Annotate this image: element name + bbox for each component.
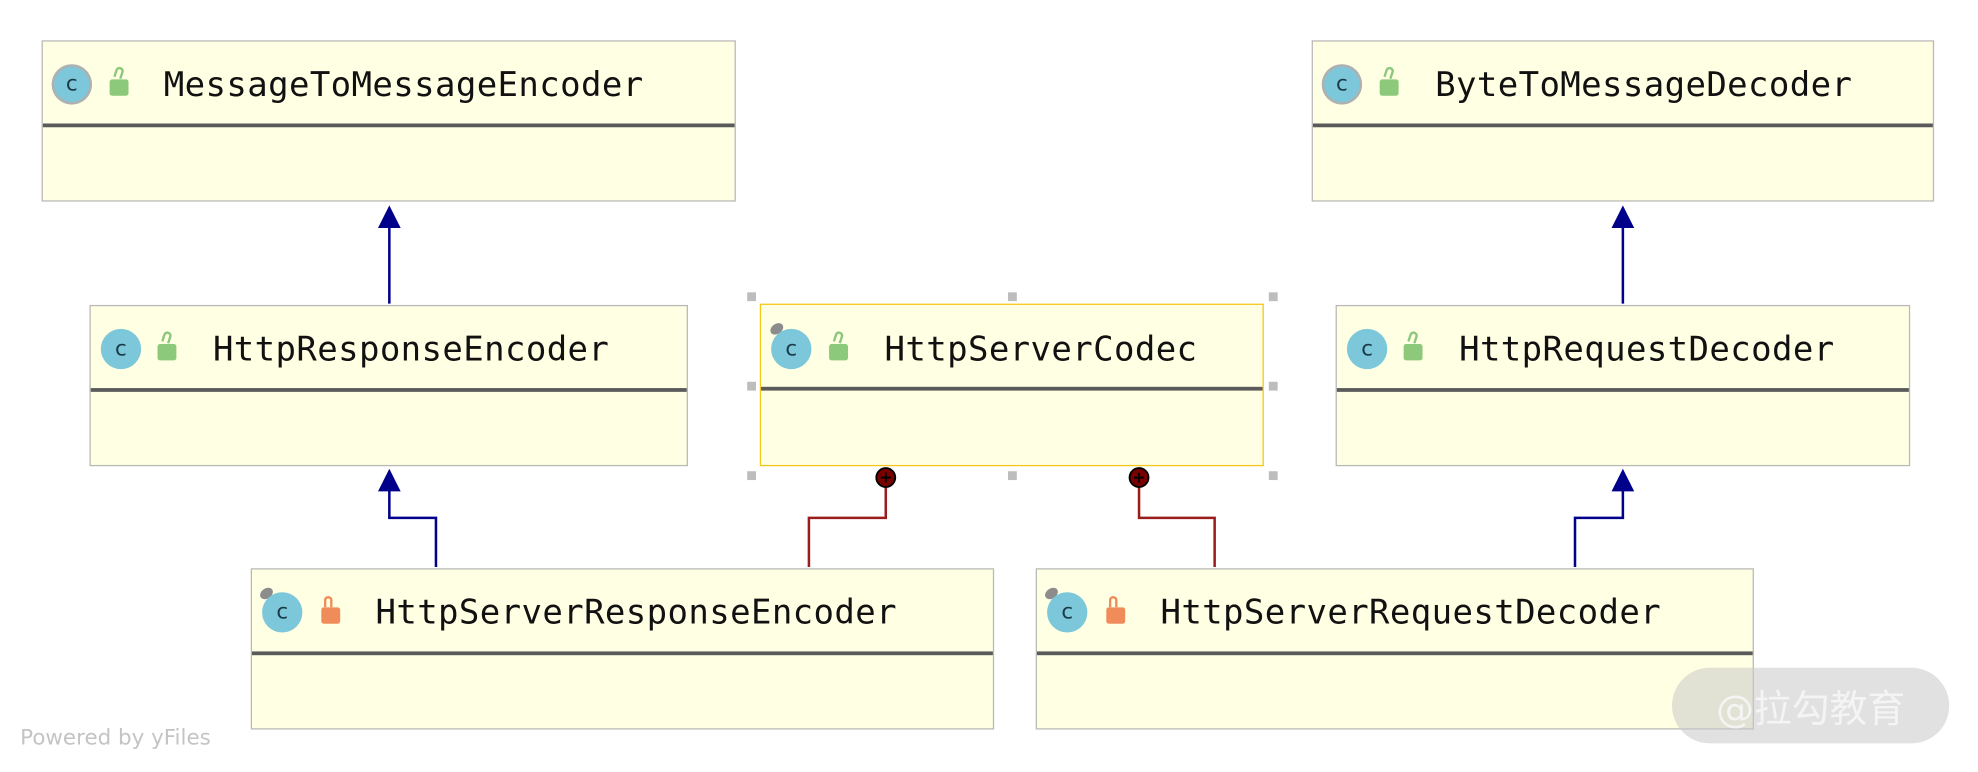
class-name: HttpServerRequestDecoder (1160, 593, 1662, 633)
edge-inner-server-response-encoder (807, 486, 888, 567)
selection-handle[interactable] (1008, 292, 1017, 302)
class-name: MessageToMessageEncoder (163, 65, 644, 105)
class-node-http-request-decoder[interactable]: c HttpRequestDecoder (1335, 304, 1911, 467)
public-visibility-icon (157, 343, 177, 361)
selection-handle[interactable] (1268, 292, 1278, 302)
selection-handle[interactable] (747, 292, 756, 302)
abstract-class-icon: c (51, 64, 92, 105)
private-visibility-icon (321, 595, 341, 624)
class-icon: c (1346, 328, 1388, 370)
edge-inner-server-request-decoder (1137, 486, 1216, 567)
class-node-message-to-message-encoder[interactable]: c MessageToMessageEncoder (41, 40, 736, 202)
class-name: HttpServerCodec (884, 330, 1198, 370)
class-icon: c (771, 328, 812, 370)
private-visibility-icon (1106, 595, 1126, 624)
watermark-logo: @拉勾教育 (1672, 667, 1950, 744)
class-node-byte-to-message-decoder[interactable]: c ByteToMessageDecoder (1311, 40, 1935, 202)
selection-handle[interactable] (1268, 381, 1278, 391)
class-node-http-response-encoder[interactable]: c HttpResponseEncoder (89, 304, 688, 467)
arrowhead-extends (378, 205, 401, 229)
public-visibility-icon (109, 79, 129, 96)
class-node-header: c HttpServerResponseEncoder (252, 570, 993, 656)
class-name: ByteToMessageDecoder (1435, 65, 1853, 105)
arrowhead-extends (1611, 468, 1635, 492)
class-node-header: c MessageToMessageEncoder (42, 42, 735, 128)
class-icon: c (262, 592, 303, 633)
arrowhead-extends (378, 468, 401, 492)
class-node-http-server-response-encoder[interactable]: c HttpServerResponseEncoder (250, 568, 995, 730)
class-icon: c (100, 328, 142, 370)
class-node-header: c HttpRequestDecoder (1336, 306, 1909, 392)
public-visibility-icon (1403, 343, 1423, 361)
selection-handle[interactable] (747, 471, 756, 481)
class-node-header: c HttpResponseEncoder (90, 306, 687, 392)
edge-extends-server-response-encoder (388, 490, 438, 567)
class-name: HttpServerResponseEncoder (375, 593, 897, 633)
public-visibility-icon (829, 343, 848, 361)
class-node-http-server-codec[interactable]: c HttpServerCodec (759, 303, 1264, 467)
class-node-header: c HttpServerCodec (761, 305, 1263, 391)
public-visibility-icon (1379, 79, 1399, 96)
selection-handle[interactable] (1268, 471, 1278, 481)
edge-extends-server-request-decoder (1573, 490, 1625, 567)
class-name: HttpRequestDecoder (1459, 330, 1835, 370)
class-name: HttpResponseEncoder (212, 330, 610, 370)
selection-handle[interactable] (1008, 471, 1017, 481)
abstract-class-icon: c (1321, 64, 1363, 105)
class-node-http-server-request-decoder[interactable]: c HttpServerRequestDecoder (1035, 568, 1754, 730)
arrowhead-extends (1611, 205, 1635, 229)
class-node-header: c ByteToMessageDecoder (1312, 42, 1933, 128)
powered-by-footer: Powered by yFiles (20, 725, 211, 751)
class-node-header: c HttpServerRequestDecoder (1036, 570, 1753, 656)
class-icon: c (1047, 592, 1088, 633)
selection-handle[interactable] (747, 381, 756, 391)
